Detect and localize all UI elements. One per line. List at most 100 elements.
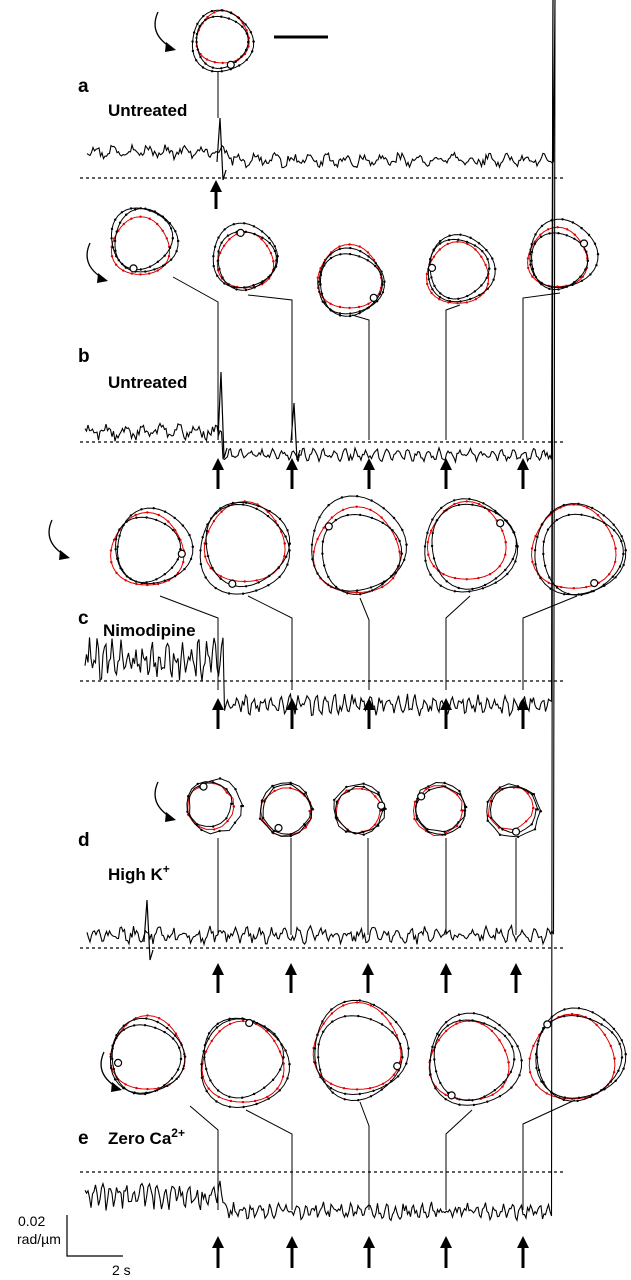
orbit-point <box>513 531 516 534</box>
orbit-point <box>344 830 348 833</box>
orbit-point <box>269 251 273 255</box>
up-arrow-icon <box>440 458 452 489</box>
orbit-point <box>357 305 361 309</box>
orbit-point <box>609 1044 612 1048</box>
orbit-point <box>183 1055 187 1058</box>
orbit-point <box>486 257 489 261</box>
orbit-point <box>587 233 591 237</box>
orbit-point <box>471 1099 474 1102</box>
arrow-head <box>286 458 298 470</box>
scale-bar-x-label: 2 s <box>112 1262 131 1278</box>
orbit-point <box>255 507 258 510</box>
trace-line <box>84 0 554 718</box>
orbit-point <box>171 1037 175 1040</box>
orbit-point <box>624 1053 627 1056</box>
orbit-point <box>565 234 568 237</box>
orbit-point <box>218 1030 221 1033</box>
orbit-point <box>486 287 489 290</box>
connector-line <box>189 1105 219 1210</box>
orbit-point <box>318 1068 322 1071</box>
orbit-point <box>146 583 149 587</box>
orbit-point <box>148 272 151 275</box>
orbit-black-loop <box>314 999 409 1096</box>
orbit-black-loop <box>320 253 383 317</box>
orbit-point <box>483 1095 486 1098</box>
orbit-point <box>367 255 370 258</box>
orbit-point <box>465 805 468 809</box>
orbit-point <box>241 1100 245 1104</box>
orbit-point <box>265 1030 268 1033</box>
orbit-point <box>234 788 237 791</box>
orbit-point <box>148 209 151 212</box>
panel-letter-b: b <box>78 346 90 367</box>
orbit-point <box>165 237 168 240</box>
orbit-point <box>216 259 220 262</box>
orbit-point <box>113 239 117 243</box>
orbit-point <box>278 1089 281 1092</box>
orbit-point <box>181 524 185 527</box>
orbit-point <box>469 297 472 301</box>
orbit-point <box>276 524 279 527</box>
start-marker <box>236 228 245 237</box>
orbit-point <box>272 786 275 789</box>
orbit-point <box>212 519 216 523</box>
orbit-point <box>439 292 442 295</box>
orbit-point <box>176 558 179 561</box>
start-marker <box>226 60 235 69</box>
orbit-point <box>477 242 481 245</box>
orbit-point <box>134 580 138 583</box>
orbit-point <box>415 800 419 804</box>
orbit-point <box>174 1032 178 1035</box>
orbit-point <box>114 548 117 551</box>
trace-line <box>84 0 554 465</box>
orbit-point <box>195 32 199 36</box>
orbit-point <box>488 510 491 513</box>
up-arrow-icon <box>440 1236 452 1268</box>
orbit-point <box>161 229 164 232</box>
orbit-point <box>338 312 342 315</box>
orbit-group-a <box>191 9 255 118</box>
orbit-point <box>548 232 551 235</box>
orbit-point <box>228 1022 232 1026</box>
orbit-red-loop <box>530 504 617 589</box>
orbit-point <box>369 586 373 589</box>
orbit-plot <box>412 781 468 837</box>
orbit-point <box>173 516 176 520</box>
orbit-point <box>146 1014 149 1017</box>
orbit-point <box>241 1019 245 1023</box>
scale-bar-lines <box>66 1215 123 1257</box>
orbit-point <box>200 828 203 832</box>
orbit-point <box>124 1083 127 1086</box>
orbit-point <box>407 1047 410 1050</box>
orbit-point <box>115 255 118 258</box>
orbit-point <box>369 1004 373 1007</box>
orbit-point <box>338 247 341 251</box>
orbit-point <box>220 510 223 513</box>
orbit-point <box>508 1033 511 1036</box>
orbit-point <box>310 543 314 546</box>
orbit-point <box>110 561 113 564</box>
orbit-point <box>460 809 463 812</box>
orbit-point <box>484 263 487 267</box>
arrow-head <box>212 963 224 975</box>
orbit-point <box>289 783 292 786</box>
orbit-point <box>329 302 332 305</box>
rotation-arrow-head <box>165 812 176 822</box>
orbit-point <box>509 1070 512 1074</box>
orbit-point <box>338 245 341 248</box>
start-marker <box>511 827 521 836</box>
arrow-head <box>210 180 222 192</box>
orbit-point <box>304 791 307 794</box>
orbit-point <box>531 560 534 564</box>
orbit-point <box>244 230 248 233</box>
orbit-point <box>542 540 545 543</box>
orbit-point <box>245 29 248 32</box>
orbit-point <box>430 544 434 548</box>
orbit-point <box>343 1000 346 1004</box>
orbit-black-loop <box>486 783 542 838</box>
orbit-point <box>125 213 128 216</box>
orbit-black-loop <box>115 516 181 584</box>
orbit-point <box>465 578 468 581</box>
orbit-point <box>426 282 429 286</box>
